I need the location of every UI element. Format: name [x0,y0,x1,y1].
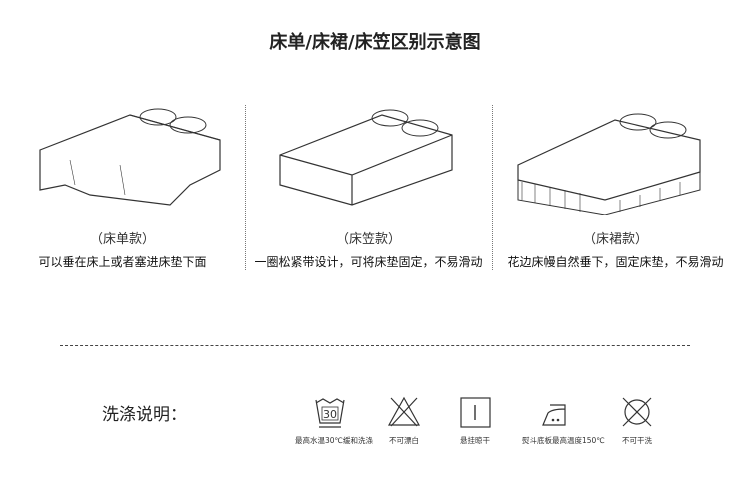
product-desc-flat-sheet: 可以垂在床上或者塞进床垫下面 [38,255,207,269]
no-dry-clean-icon [622,397,652,427]
product-desc-fitted-sheet: 一圈松紧带设计，可将床垫固定，不易滑动 [254,255,483,269]
divider [245,105,246,270]
page-title: 床单/床裙/床笠区别示意图 [269,32,481,53]
wash-label: 最高水温30℃缓和洗涤 [295,436,373,445]
wash-instructions-heading: 洗涤说明： [102,405,187,425]
wash-temp-number: 30 [323,408,337,421]
product-label-flat-sheet: （床单款） [89,232,155,247]
hang-dry-icon [460,397,491,428]
no-bleach-item: 不可漂白 [369,395,439,446]
wash-label: 悬挂晾干 [460,436,490,445]
fitted-sheet-illustration [279,109,453,206]
section-divider [60,345,690,346]
product-label-fitted-sheet: （床笠款） [335,232,401,247]
wash-label: 不可干洗 [622,436,652,445]
no-dry-clean-item: 不可干洗 [602,395,672,446]
divider [492,105,493,270]
wash-label: 不可漂白 [389,436,419,445]
flat-sheet-illustration [39,108,221,206]
product-desc-bed-skirt: 花边床幔自然垂下，固定床垫，不易滑动 [507,255,724,269]
hang-dry-item: 悬挂晾干 [440,395,510,446]
product-label-bed-skirt: （床裙款） [582,232,648,247]
wash-label: 熨斗底板最高温度150℃ [522,436,605,445]
iron-item: 熨斗底板最高温度150℃ [522,395,605,446]
wash-30-icon: 30 [315,398,345,428]
no-bleach-icon [387,396,421,427]
wash-30-item: 30 最高水温30℃缓和洗涤 [295,395,373,446]
iron-icon [542,404,566,426]
bed-skirt-illustration [517,113,701,215]
